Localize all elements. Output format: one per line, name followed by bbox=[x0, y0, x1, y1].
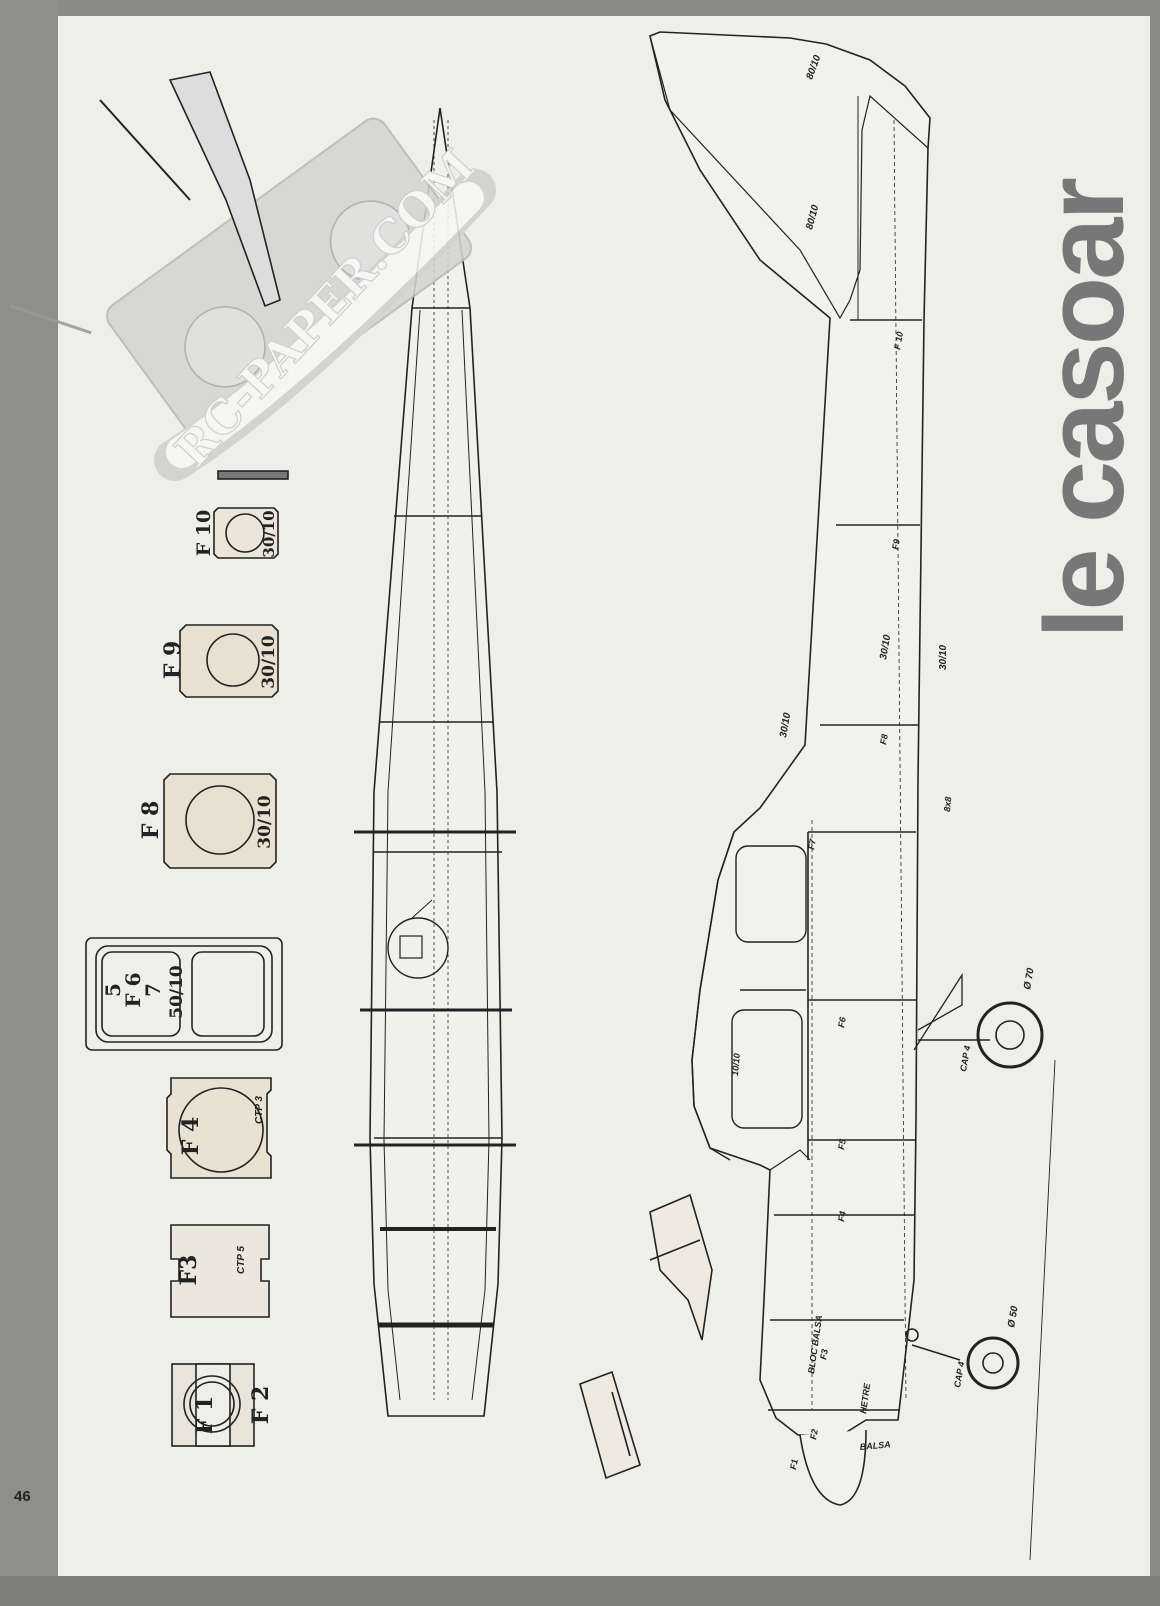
fuselage-side-view bbox=[649, 31, 1056, 1561]
label-fairing-thickness: 30/10 bbox=[778, 712, 793, 739]
label-bottom-thickness: 30/10 bbox=[938, 645, 949, 670]
label-8x8: 8x8 bbox=[942, 796, 953, 812]
label-canopy-thickness: 10/10 bbox=[730, 1053, 742, 1076]
label-ctp3: CTP 3 bbox=[254, 1096, 265, 1124]
label-side-thickness: 30/10 bbox=[878, 634, 893, 661]
fuselage-top-view bbox=[354, 107, 516, 1417]
label-balsa: BALSA bbox=[859, 1439, 891, 1452]
label-sv-f4: F4 bbox=[836, 1210, 848, 1222]
label-sv-f5: F5 bbox=[836, 1137, 848, 1150]
label-f1: F 1 bbox=[192, 1396, 218, 1435]
label-f9-thickness: 30/10 bbox=[259, 635, 279, 689]
page-number: 46 bbox=[14, 1488, 31, 1505]
label-sv-f7: F7 bbox=[806, 837, 818, 850]
label-sv-f3: F3 bbox=[818, 1348, 830, 1360]
label-sv-f2: F2 bbox=[808, 1428, 820, 1440]
label-f7: 7 bbox=[141, 983, 165, 997]
label-hetre: HETRE bbox=[858, 1382, 872, 1415]
former-f10 bbox=[213, 470, 289, 559]
detail-sketch-strut bbox=[649, 1193, 713, 1341]
detail-sketch-transmitter bbox=[99, 71, 281, 308]
label-sv-f9: F9 bbox=[890, 538, 902, 550]
label-f8: F 8 bbox=[138, 801, 164, 840]
label-f10-thickness: 30/10 bbox=[260, 510, 278, 557]
watermark bbox=[9, 117, 496, 481]
label-sv-f1: F1 bbox=[788, 1458, 800, 1470]
label-cap4-nose: CAP 4 bbox=[952, 1361, 966, 1389]
label-f4: F 4 bbox=[178, 1117, 204, 1156]
label-ctp5: CTP 5 bbox=[236, 1246, 247, 1274]
label-f3: F3 bbox=[176, 1255, 202, 1286]
former-f4 bbox=[166, 1077, 272, 1179]
label-f567-thickness: 50/10 bbox=[167, 965, 187, 1019]
label-sv-f8: F8 bbox=[878, 733, 890, 745]
label-sv-f10: F 10 bbox=[892, 331, 905, 350]
detail-sketch-bracket bbox=[579, 1370, 641, 1480]
scan-margin-left bbox=[0, 0, 58, 1606]
former-f1-f2 bbox=[171, 1363, 255, 1447]
scan-margin-bottom bbox=[0, 1576, 1160, 1606]
former-f3 bbox=[170, 1224, 270, 1318]
label-f9: F 9 bbox=[160, 641, 186, 680]
label-f8-thickness: 30/10 bbox=[255, 795, 275, 849]
former-f8 bbox=[163, 773, 277, 869]
former-f5-f6-f7 bbox=[85, 937, 283, 1051]
label-sv-f6: F6 bbox=[836, 1015, 848, 1028]
label-f6: F 6 bbox=[121, 972, 145, 1007]
label-f10: F 10 bbox=[193, 510, 215, 557]
label-f5: 5 bbox=[101, 983, 125, 997]
former-f9 bbox=[179, 624, 279, 698]
label-f2: F 2 bbox=[248, 1386, 274, 1425]
label-wheel-main: Ø 70 bbox=[1022, 967, 1037, 991]
label-wheel-nose: Ø 50 bbox=[1006, 1305, 1021, 1329]
label-cap4-main: CAP 4 bbox=[958, 1045, 972, 1073]
